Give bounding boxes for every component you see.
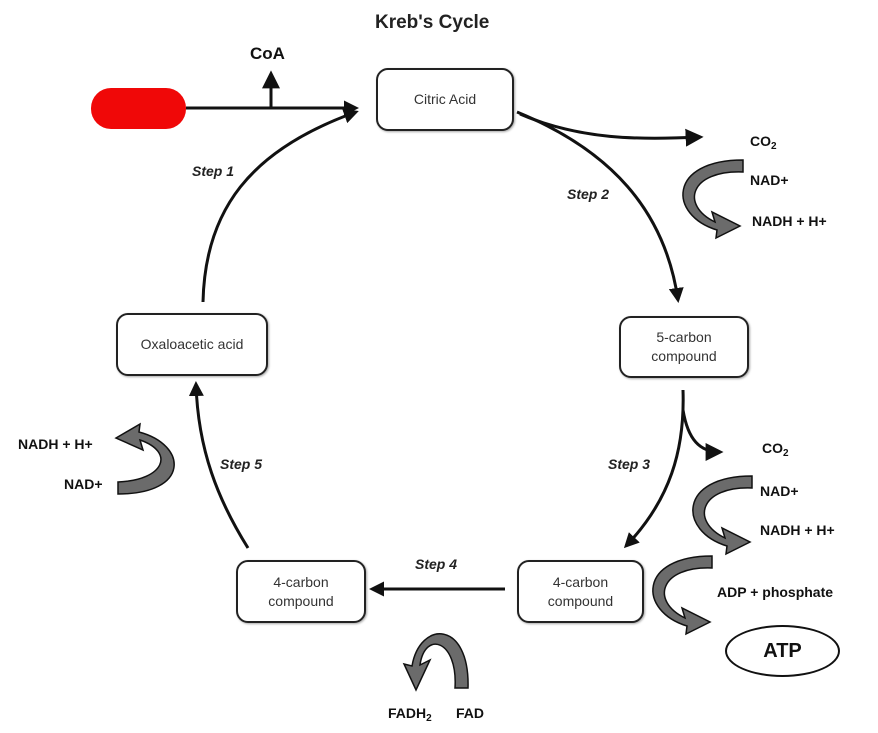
adp-phosphate-label: ADP + phosphate xyxy=(717,584,834,600)
coa-label: CoA xyxy=(250,44,285,63)
step2-label: Step 2 xyxy=(567,186,610,202)
four-carbon-right-line2: compound xyxy=(547,592,614,609)
diagram-title: Kreb's Cycle xyxy=(375,12,490,33)
oxaloacetic-acid-label: Oxaloacetic acid xyxy=(140,336,244,353)
step5-label: Step 5 xyxy=(220,456,263,472)
oxaloacetic-acid-node: Oxaloacetic acid xyxy=(116,313,268,376)
four-carbon-right-line1: 4-carbon xyxy=(552,573,609,590)
fad-label: FAD xyxy=(456,705,484,721)
step1-label: Step 1 xyxy=(192,163,235,179)
four-carbon-left-line2: compound xyxy=(268,592,334,609)
step3-co2-label: CO2 xyxy=(762,440,789,459)
four-carbon-left-node: 4-carbon compound xyxy=(236,560,366,623)
step2-co2-label: CO2 xyxy=(750,133,777,152)
step5-nad-label: NAD+ xyxy=(64,476,103,492)
atp-label: ATP xyxy=(763,639,802,662)
step3-nadh-label: NADH + H+ xyxy=(760,522,835,538)
fadh2-label: FADH2 xyxy=(388,705,432,724)
step4-fad-curved-arrow xyxy=(402,633,469,692)
step2-arrow xyxy=(516,110,684,303)
step2-nadh-label: NADH + H+ xyxy=(752,213,827,229)
step3-nad-curved-arrow xyxy=(692,475,753,556)
step5-nad-curved-arrow xyxy=(114,422,175,495)
step2-nad-curved-arrow xyxy=(682,159,744,240)
step5-nadh-label: NADH + H+ xyxy=(18,436,93,452)
step2-co2-arrow xyxy=(519,112,704,147)
step2-nad-label: NAD+ xyxy=(750,172,789,188)
five-carbon-line1: 5-carbon xyxy=(656,329,712,346)
step5-arrow xyxy=(188,381,250,549)
citric-acid-label: Citric Acid xyxy=(413,91,477,108)
step3-co2-arrow xyxy=(681,409,724,461)
atp-oval: ATP xyxy=(725,625,840,677)
four-carbon-left-line1: 4-carbon xyxy=(273,573,329,590)
five-carbon-line2: compound xyxy=(651,348,717,364)
step4-atp-curved-arrow xyxy=(652,555,713,636)
citric-acid-node: Citric Acid xyxy=(376,68,514,131)
step3-nad-label: NAD+ xyxy=(760,483,799,499)
step4-label: Step 4 xyxy=(415,556,458,572)
redacted-input-blob xyxy=(91,88,186,129)
step1-arrow xyxy=(201,108,359,303)
step3-label: Step 3 xyxy=(608,456,651,472)
four-carbon-right-node: 4-carbon compound xyxy=(517,560,644,623)
five-carbon-node: 5-carbon compound xyxy=(619,316,749,378)
